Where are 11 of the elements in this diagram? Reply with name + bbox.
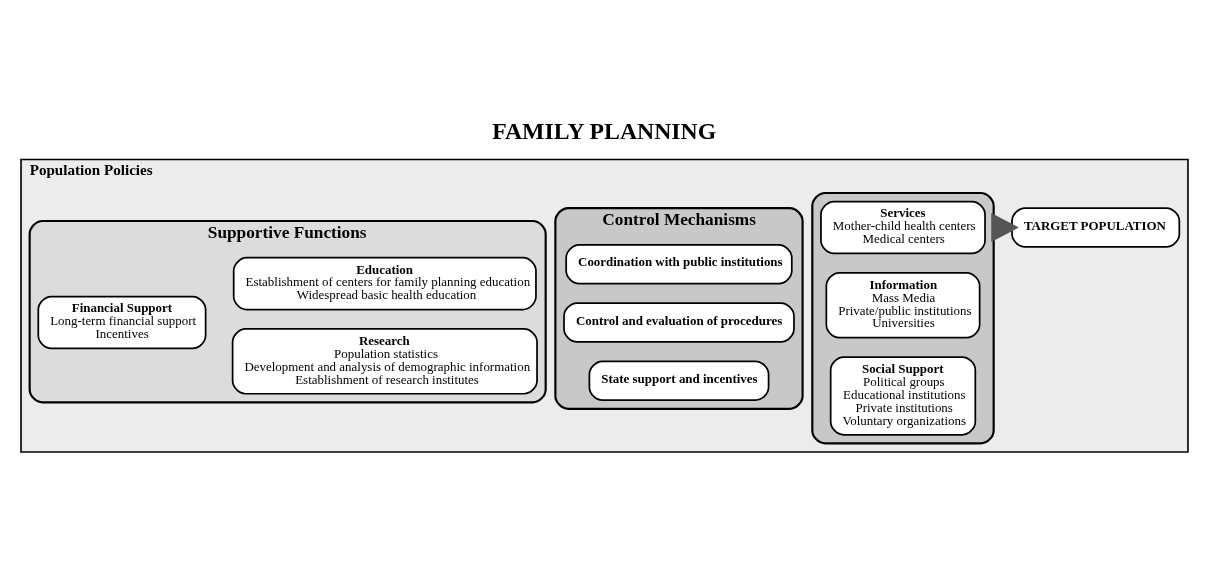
node-box: Education Establishment of centers for family planning education Widespread basic health education bbox=[232, 256, 537, 311]
diagram-title: FAMILY PLANNING bbox=[492, 117, 717, 144]
node-box: Control and evaluation of procedures bbox=[563, 302, 795, 343]
node-box: TARGET POPULATION bbox=[1011, 207, 1181, 248]
node-box: Research Population statistics Development and analysis of demographic information Establishment of research institutes bbox=[231, 328, 538, 395]
node-box: Services Mother-child health centers Medical centers bbox=[820, 200, 986, 255]
node-box: Information Mass Media Private/public institutions Universities bbox=[825, 272, 981, 339]
node-box: Financial Support Long-term financial support Incentives bbox=[37, 295, 207, 350]
node-box: State support and incentives bbox=[588, 360, 770, 402]
node-box: Coordination with public institutions bbox=[565, 243, 793, 285]
node-box: Social Support Political groups Educational institutions Private institutions Voluntary organizations bbox=[829, 356, 977, 436]
